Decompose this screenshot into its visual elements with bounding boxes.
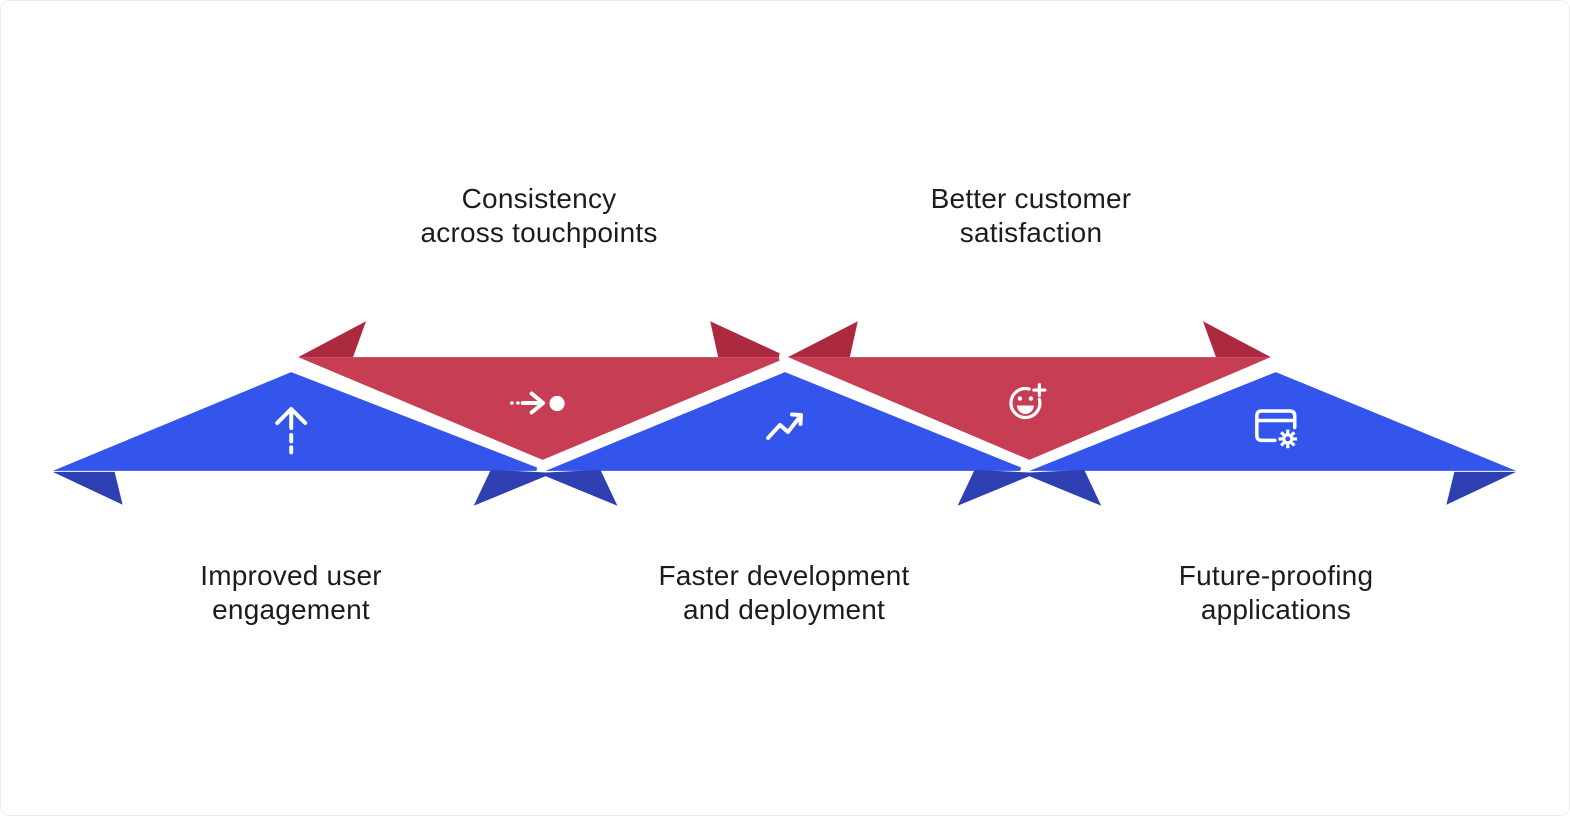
label-improved-user-engagement: Improved user engagement: [200, 560, 382, 625]
ribbon-fold-left: [787, 321, 858, 358]
label-consistency-across-touchpoints: Consistency across touchpoints: [420, 183, 658, 248]
arrow-to-dot-icon: [510, 391, 565, 415]
ribbon-fold-right: [710, 321, 788, 358]
junction-folds-right: [957, 469, 1102, 506]
arrow-shape-development: [536, 363, 1039, 480]
arrow-shape-consistency: [289, 321, 797, 469]
gear-glyph: [1278, 429, 1298, 449]
arrow-up-dashed-icon: [275, 407, 308, 455]
label-faster-development-deployment: Faster development and deployment: [658, 560, 910, 625]
ribbon-fold-right: [1202, 321, 1271, 358]
label-better-customer-satisfaction: Better customer satisfaction: [930, 183, 1132, 248]
app-settings-icon: [1255, 409, 1298, 449]
smiley-plus-icon: [1009, 382, 1047, 420]
trend-up-icon: [766, 412, 803, 440]
label-future-proofing-applications: Future-proofing applications: [1178, 560, 1374, 625]
junction-folds-left: [473, 469, 618, 506]
ribbon-fold-left: [298, 321, 367, 358]
